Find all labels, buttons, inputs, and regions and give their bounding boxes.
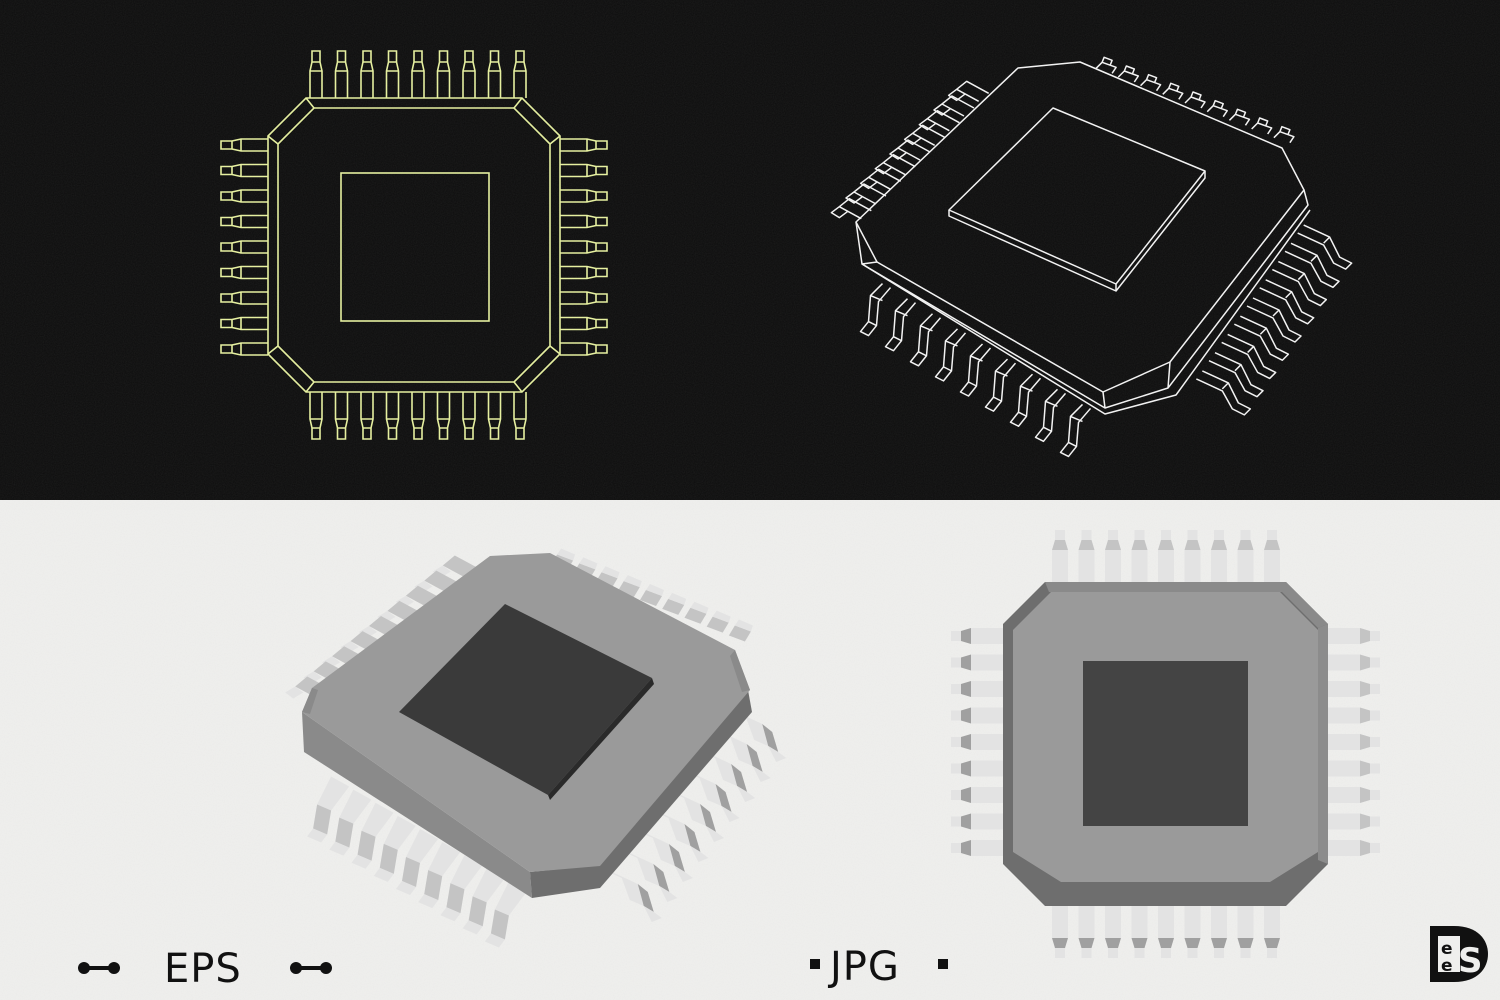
eps-label: EPS xyxy=(164,946,242,992)
brand-logo: e e S xyxy=(1430,926,1488,982)
square-bullet-icon xyxy=(938,959,948,969)
wireframe-top-view xyxy=(220,50,608,440)
wireframe-isometric-view xyxy=(830,56,1353,458)
svg-text:S: S xyxy=(1458,941,1483,981)
dumbbell-icon xyxy=(290,962,332,974)
dark-grain xyxy=(0,0,1500,500)
shaded-isometric-view xyxy=(285,548,787,948)
square-bullet-icon xyxy=(810,959,820,969)
shaded-top-view xyxy=(951,530,1380,958)
svg-text:e: e xyxy=(1441,939,1453,959)
dumbbell-icon xyxy=(78,962,120,974)
jpg-label: JPG xyxy=(830,944,900,990)
svg-text:e: e xyxy=(1441,956,1453,976)
